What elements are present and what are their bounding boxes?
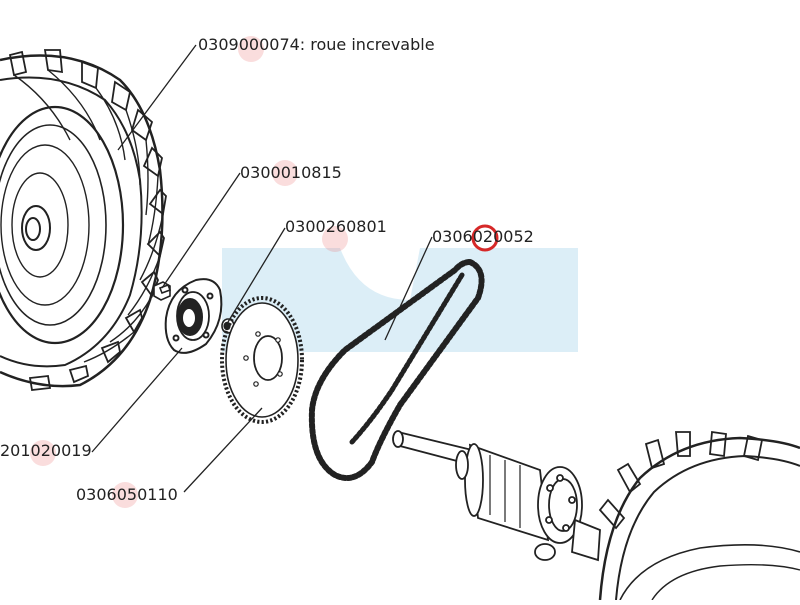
leader-sprocket — [183, 407, 263, 493]
wheel-left-tread-ridge — [0, 76, 143, 368]
callout-hub: 201020019 — [0, 441, 92, 460]
wheel-right-tyre-outline — [598, 436, 800, 601]
callout-nut: 0300260801 — [285, 217, 387, 236]
hub-flange-part — [164, 278, 223, 354]
watermark-notch — [340, 248, 420, 300]
callout-chain: 0306020052 — [432, 227, 534, 246]
leader-nut — [227, 227, 286, 323]
wheel-left — [0, 49, 167, 391]
wheel-left-lugs — [8, 49, 167, 391]
leader-wheel — [117, 44, 197, 151]
wheel-right — [598, 430, 800, 601]
bolt-part — [153, 281, 172, 301]
wheel-right-lugs — [598, 430, 764, 530]
chain-part — [308, 258, 485, 481]
drive-shaft-assembly — [392, 430, 601, 562]
wheel-left-rim — [0, 105, 125, 345]
sprocket-part — [220, 296, 304, 424]
tint-mark — [238, 36, 264, 62]
sprocket-teeth — [220, 296, 304, 424]
wheel-left-treads — [13, 69, 164, 363]
leader-chain — [384, 236, 433, 341]
tint-mark — [112, 482, 138, 508]
highlight-ring — [471, 224, 499, 252]
callout-sprocket: 0306050110 — [76, 485, 178, 504]
tint-mark — [30, 440, 56, 466]
leader-lines — [91, 44, 433, 493]
leader-bolt — [161, 172, 241, 289]
chain-inner-strand — [349, 272, 465, 445]
tint-mark — [322, 226, 348, 252]
leader-hub — [91, 347, 183, 453]
tint-mark — [272, 160, 298, 186]
callout-bolt: 0300010815 — [240, 163, 342, 182]
callout-wheel: 0309000074: roue increvable — [198, 35, 435, 54]
wheel-left-tyre-outline — [0, 54, 164, 388]
